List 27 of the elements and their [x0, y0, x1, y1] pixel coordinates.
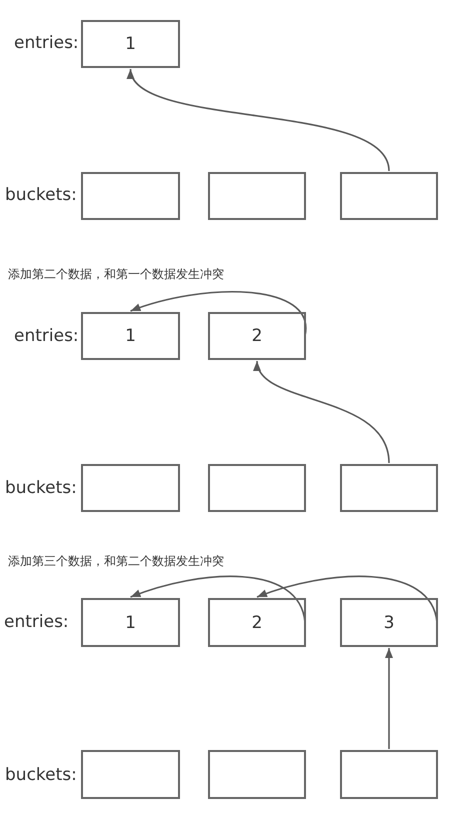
arrow [385, 648, 393, 749]
bucket-box [340, 750, 438, 799]
entry-box: 1 [81, 20, 180, 68]
row-label: buckets: [5, 767, 77, 784]
bucket-box [81, 464, 180, 512]
bucket-box [340, 172, 438, 220]
row-label: buckets: [5, 187, 77, 204]
arrow [130, 68, 390, 172]
bucket-box [81, 750, 180, 799]
row-label: entries: [14, 328, 79, 345]
caption: 添加第二个数据，和第一个数据发生冲突 [8, 268, 224, 280]
entry-box: 1 [81, 598, 180, 647]
arrow [256, 360, 390, 464]
caption: 添加第三个数据，和第二个数据发生冲突 [8, 555, 224, 567]
row-label: entries: [4, 614, 69, 631]
entry-box: 1 [81, 312, 180, 360]
arrow [130, 291, 306, 336]
bucket-box [340, 464, 438, 512]
entry-box: 2 [208, 312, 306, 360]
bucket-box [208, 172, 306, 220]
bucket-box [208, 464, 306, 512]
row-label: buckets: [5, 480, 77, 497]
entry-box: 3 [340, 598, 438, 647]
bucket-box [208, 750, 306, 799]
entry-box: 2 [208, 598, 306, 647]
row-label: entries: [14, 35, 79, 52]
bucket-box [81, 172, 180, 220]
